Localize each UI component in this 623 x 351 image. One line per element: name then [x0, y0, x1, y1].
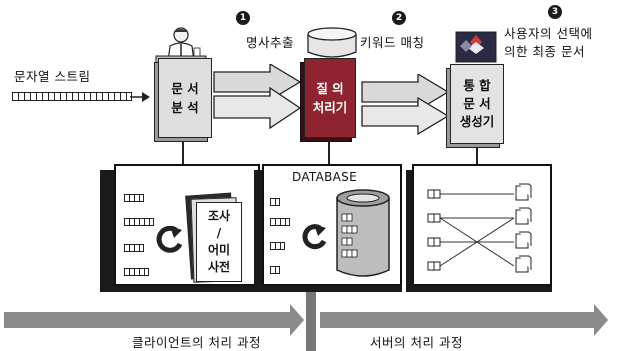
database-label: DATABASE — [292, 170, 357, 184]
integrated-generator-line2: 문 서 — [463, 96, 491, 111]
doc-analysis-line2: 분 석 — [171, 100, 199, 115]
dictionary-card: 조사 / 어미 사전 — [196, 202, 242, 282]
step-2-badge: 2 — [392, 11, 406, 25]
step-3-badge: 3 — [548, 5, 562, 19]
stream-arrow — [130, 92, 150, 102]
doc-analysis-line1: 문 서 — [171, 81, 199, 96]
document-puzzle-icon — [455, 31, 497, 63]
integration-panel — [412, 164, 552, 286]
token-block — [270, 242, 285, 250]
dictionary-line4: 사전 — [207, 260, 231, 274]
query-processor-module: 질 의 처리기 — [304, 58, 356, 138]
token-block — [124, 194, 144, 202]
token-block — [124, 244, 144, 252]
client-analysis-panel: 조사 / 어미 사전 — [114, 164, 260, 286]
character-stream — [12, 92, 132, 101]
integrated-generator-line3: 생성기 — [459, 114, 495, 129]
step-3-label-line2: 의한 최종 문서 — [504, 44, 585, 59]
process-flow-arrows — [4, 304, 608, 336]
token-block — [270, 218, 290, 226]
token-block — [270, 266, 280, 274]
database-cylinder-icon — [307, 27, 357, 58]
database-panel: DATABASE — [262, 164, 402, 286]
database-drum-icon — [336, 189, 390, 277]
step-3-label-line1: 사용자의 선택에 — [504, 26, 593, 41]
query-processor-line2: 처리기 — [312, 100, 348, 115]
integrated-doc-generator-module: 통 합 문 서 생성기 — [450, 64, 504, 144]
connector-line — [182, 142, 184, 166]
dictionary-line1: 조사 — [207, 209, 231, 223]
matching-arrows — [361, 74, 450, 136]
token-block — [124, 218, 154, 226]
dictionary-line3: 어미 — [207, 243, 231, 257]
step-1-badge: 1 — [236, 11, 250, 25]
doc-analysis-module: 문 서 분 석 — [158, 58, 212, 138]
step-2-label: 키워드 매칭 — [360, 35, 425, 50]
connector-line — [476, 148, 478, 166]
query-processor-line1: 질 의 — [316, 81, 344, 96]
client-server-divider — [306, 292, 316, 351]
integrated-generator-line1: 통 합 — [463, 78, 491, 93]
extraction-arrows — [213, 64, 302, 130]
cycle-arrow-icon — [156, 226, 183, 253]
token-block — [124, 268, 149, 276]
document-mapping-diagram — [427, 183, 532, 273]
dictionary-line2: / — [216, 226, 222, 240]
connector-line — [328, 142, 330, 166]
client-process-label: 클라이언트의 처리 과정 — [132, 335, 261, 350]
cycle-arrow-icon — [302, 224, 327, 250]
token-block — [270, 198, 280, 206]
server-process-label: 서버의 처리 과정 — [370, 335, 463, 350]
input-stream-label: 문자열 스트림 — [14, 69, 91, 84]
step-1-label: 명사추출 — [246, 35, 295, 50]
